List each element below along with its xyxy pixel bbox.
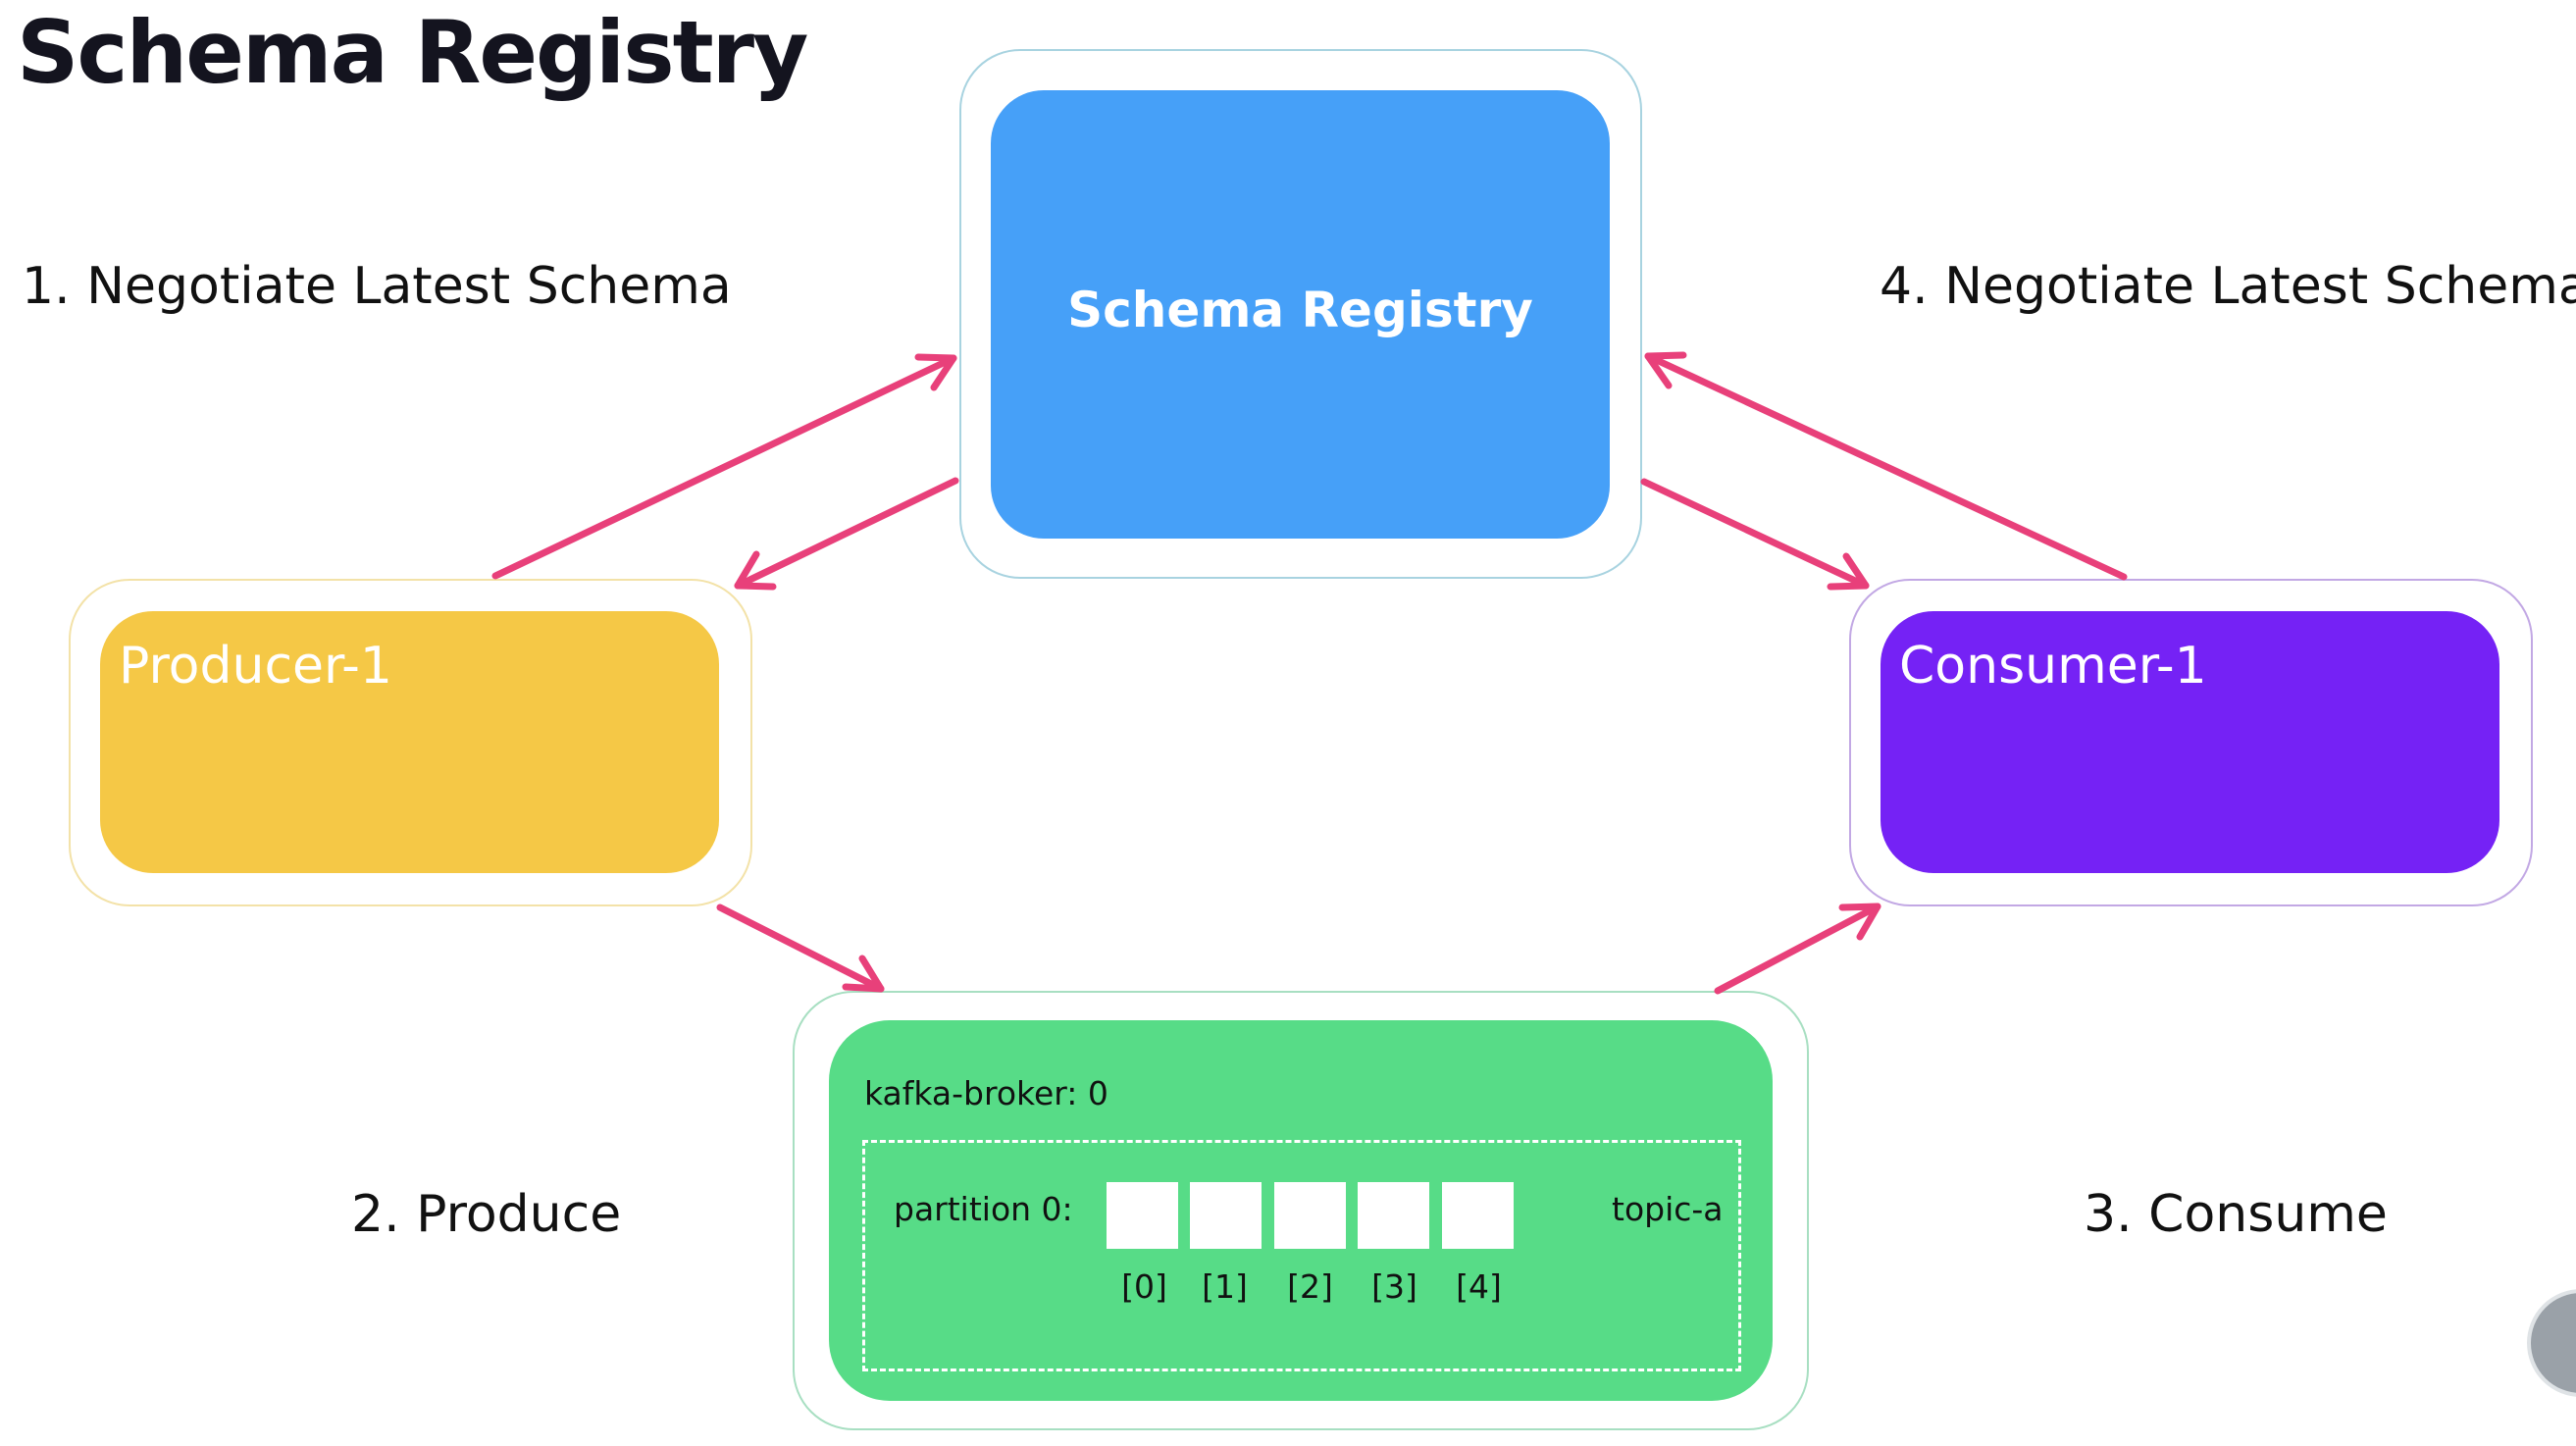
arrow-broker-to-consumer bbox=[1714, 903, 1881, 995]
partition-slot-index: [1] bbox=[1202, 1267, 1248, 1306]
arrow-registry-to-producer bbox=[734, 477, 959, 590]
kafka-broker-label: kafka-broker: 0 bbox=[864, 1074, 1108, 1112]
step-produce: 2. Produce bbox=[351, 1185, 622, 1244]
page-title: Schema Registry bbox=[17, 2, 808, 103]
consumer-label: Consumer-1 bbox=[1899, 637, 2207, 696]
arrowhead-registry-to-consumer bbox=[1827, 552, 1870, 591]
partition-slot-index: [3] bbox=[1371, 1267, 1417, 1306]
schema-registry-node: Schema Registry bbox=[991, 90, 1610, 539]
partition-slot bbox=[1358, 1182, 1429, 1249]
arrow-producer-to-registry bbox=[491, 354, 957, 580]
partition-label: partition 0: bbox=[894, 1190, 1073, 1228]
arrowhead-producer-to-registry bbox=[914, 353, 957, 391]
producer-node: Producer-1 bbox=[100, 611, 719, 873]
partition-slot bbox=[1107, 1182, 1178, 1249]
arrow-consumer-to-registry bbox=[1644, 352, 2128, 581]
arrow-registry-to-consumer bbox=[1640, 478, 1870, 590]
partition-slot bbox=[1190, 1182, 1262, 1249]
step-consume: 3. Consume bbox=[2084, 1185, 2388, 1244]
arrowhead-registry-to-producer bbox=[734, 550, 777, 591]
arrowhead-producer-to-broker bbox=[842, 955, 885, 993]
partition-slot-index: [0] bbox=[1121, 1267, 1167, 1306]
partition-slot-index: [2] bbox=[1287, 1267, 1333, 1306]
arrow-producer-to-broker bbox=[716, 904, 885, 993]
consumer-node: Consumer-1 bbox=[1880, 611, 2499, 873]
schema-registry-label: Schema Registry bbox=[1067, 281, 1533, 338]
partition-slot-index: [4] bbox=[1456, 1267, 1502, 1306]
arrowhead-consumer-to-registry bbox=[1644, 351, 1687, 389]
partition-box bbox=[862, 1140, 1741, 1371]
partition-slot bbox=[1274, 1182, 1346, 1249]
arrowhead-broker-to-consumer bbox=[1838, 903, 1881, 941]
partition-slot bbox=[1442, 1182, 1514, 1249]
topic-label: topic-a bbox=[1612, 1190, 1724, 1228]
step-negotiate-producer: 1. Negotiate Latest Schema bbox=[22, 257, 732, 316]
producer-label: Producer-1 bbox=[119, 637, 392, 696]
player-badge-icon[interactable] bbox=[2527, 1289, 2576, 1397]
step-negotiate-consumer: 4. Negotiate Latest Schema bbox=[1880, 257, 2576, 316]
